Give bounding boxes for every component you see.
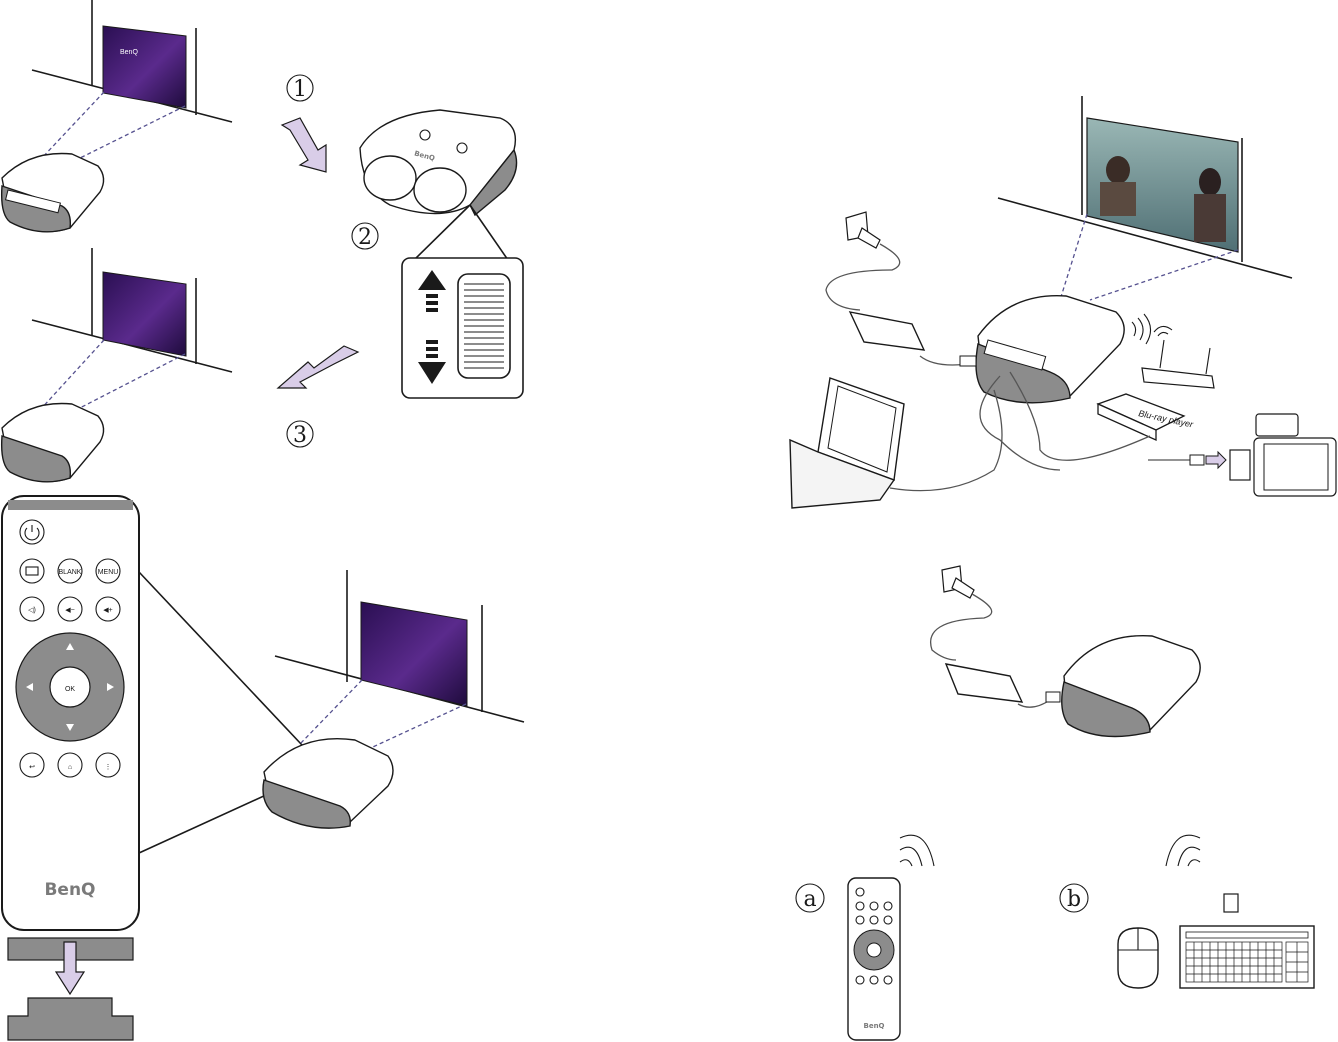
wifi-signal-icon (1132, 314, 1151, 344)
step-3-label: 3 (293, 423, 307, 448)
option-a-marker: a (796, 884, 824, 912)
blank-label: BLANK (59, 569, 82, 576)
scene-connections: Blu-ray player (790, 96, 1336, 508)
focus-wheel-callout (402, 258, 523, 398)
option-a-label: a (803, 887, 816, 912)
adapter (1230, 450, 1250, 480)
option-b-label: b (1067, 887, 1081, 912)
step-2-marker: 2 (352, 223, 378, 250)
router-wifi-icon (1154, 326, 1172, 336)
scene-power (931, 566, 1201, 737)
screen-logo: BenQ (120, 49, 138, 56)
arrow-down-right (282, 118, 326, 172)
step-2-label: 2 (358, 225, 372, 250)
router (1142, 340, 1214, 388)
arrow-right-icon (1206, 452, 1226, 468)
laptop (790, 378, 904, 508)
projector-rear-view: BenQ (360, 110, 517, 215)
mouse (1118, 928, 1158, 988)
wireless-signal-icon (900, 835, 934, 866)
remote-control-large: BLANK MENU ◁) ◀− ◀+ OK ↩ ⌂ ⋮ BenQ (2, 496, 139, 1040)
battery-cover-removed (8, 998, 133, 1040)
usb-dongle (1224, 894, 1238, 912)
remote-control-small: BenQ (848, 878, 900, 1040)
mute-icon: ◁) (28, 607, 36, 614)
power-plug-top (846, 212, 880, 248)
projector-small (2, 154, 104, 232)
home-icon: ⌂ (68, 764, 72, 771)
back-icon: ↩ (29, 764, 35, 771)
ok-label: OK (65, 686, 75, 693)
mobile-devices (1148, 414, 1336, 496)
step-1-marker: 1 (287, 75, 313, 102)
power-adapter-2 (946, 664, 1022, 702)
projector-main (976, 296, 1124, 403)
power-adapter (850, 312, 924, 350)
step-3-marker: 3 (287, 421, 313, 448)
phone (1256, 414, 1298, 436)
option-b-marker: b (1060, 884, 1088, 912)
keyboard (1180, 926, 1314, 988)
scene-remote-use (263, 570, 524, 828)
menu-label: MENU (98, 569, 119, 576)
projected-screen (103, 26, 186, 108)
small-remote-brand: BenQ (863, 1022, 884, 1030)
scene-step1: BenQ (2, 0, 232, 232)
options-icon: ⋮ (105, 764, 112, 771)
wireless-signal-icon-2 (1166, 835, 1200, 866)
arrow-down-left (278, 346, 358, 388)
volume-up-icon: ◀+ (103, 607, 112, 614)
volume-down-icon: ◀− (65, 607, 74, 614)
bluray-player: Blu-ray player (1098, 394, 1195, 440)
step-1-label: 1 (293, 77, 307, 102)
remote-brand: BenQ (44, 880, 95, 900)
scene-step3 (2, 248, 232, 482)
